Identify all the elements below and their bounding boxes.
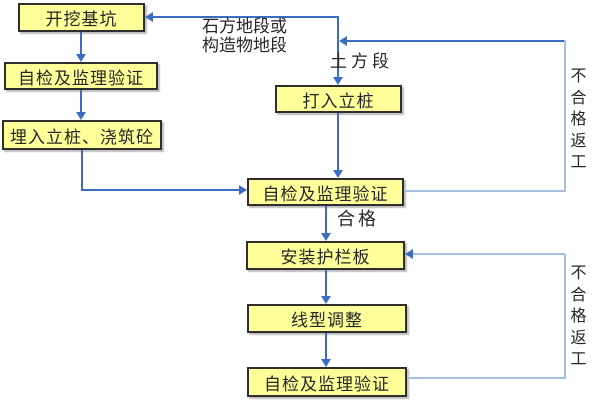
connector-excavate-to-inspect1 [80, 32, 82, 55]
connector-rework-bottom-horizontal [413, 253, 565, 255]
connector-rework-top-horizontal [347, 40, 566, 42]
arrowhead-into-inspect2-left [239, 185, 247, 195]
arrowhead-into-adjust [321, 296, 331, 304]
arrowhead-into-inspect1 [76, 54, 86, 62]
connector-adjust-to-inspect3 [325, 333, 327, 359]
label-rock-section: 石方地段或 构造物地段 [202, 17, 287, 55]
node-self-inspection-1: 自检及监理验证 [4, 62, 158, 90]
arrowhead-rework-top [339, 36, 347, 46]
connector-inspect2-to-install [325, 206, 327, 233]
connector-install-to-adjust [325, 270, 327, 296]
arrowhead-into-install [321, 233, 331, 241]
connector-inspect3-exit-right [407, 377, 566, 379]
connector-rework-top-vertical [564, 40, 566, 192]
label-qualified: 合格 [337, 209, 379, 229]
connector-inspect1-to-embed [80, 90, 82, 113]
connector-rework-bottom-vertical [564, 254, 566, 379]
connector-embed-elbow-vertical [81, 150, 83, 191]
node-embed-pile-pour-concrete: 埋入立桩、浇筑砼 [2, 120, 162, 150]
node-alignment-adjust: 线型调整 [247, 304, 407, 333]
node-drive-pile: 打入立桩 [275, 85, 402, 113]
connector-return-to-excavate [152, 16, 338, 18]
node-self-inspection-3: 自检及监理验证 [247, 367, 407, 397]
connector-drivepile-to-inspect2 [337, 113, 339, 170]
arrowhead-into-inspect2-top [333, 170, 343, 178]
node-install-guardrail: 安装护栏板 [246, 241, 405, 270]
connector-embed-elbow-horizontal [81, 189, 240, 191]
label-rework-bottom: 不合格返工 [570, 265, 587, 368]
node-self-inspection-2: 自检及监理验证 [247, 178, 404, 206]
label-rock-section-line1: 石方地段或 [202, 17, 287, 36]
node-excavate-pit: 开挖基坑 [18, 3, 145, 32]
label-rock-section-line2: 构造物地段 [202, 36, 287, 55]
arrowhead-into-install-right [405, 249, 413, 259]
arrowhead-into-embed [76, 112, 86, 120]
arrowhead-into-inspect3 [321, 359, 331, 367]
connector-branch-to-drivepile [337, 16, 339, 78]
arrowhead-into-drivepile [333, 77, 343, 85]
label-rework-top: 不合格返工 [570, 68, 587, 171]
arrowhead-into-excavate [145, 12, 153, 22]
connector-inspect2-exit-right [404, 190, 566, 192]
label-earth-section: 土方段 [330, 52, 393, 71]
